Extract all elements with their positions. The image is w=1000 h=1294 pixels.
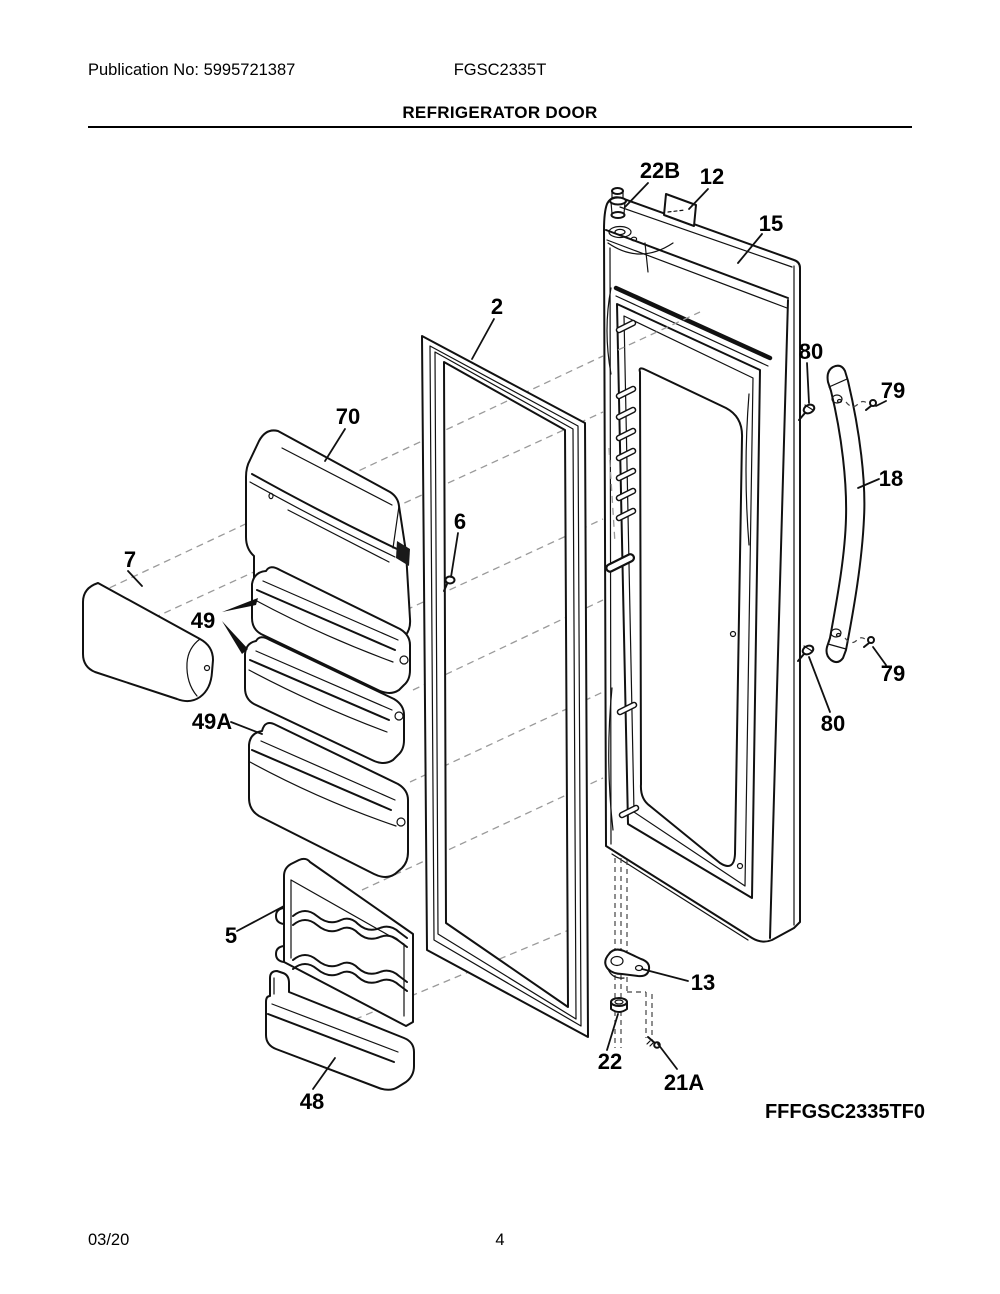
screw-part-6 xyxy=(443,575,456,592)
model-number: FGSC2335T xyxy=(453,61,547,79)
header-rule xyxy=(88,126,912,128)
callout-6: 6 xyxy=(454,509,466,534)
screw-80-top xyxy=(798,403,816,421)
bin-part-7 xyxy=(82,582,214,703)
handle-screws-79-80 xyxy=(797,399,877,662)
hinge-pin-part-22b xyxy=(609,187,627,219)
callout-79-top: 79 xyxy=(881,378,905,403)
can-rack-part-5 xyxy=(275,857,414,1027)
screw-79-bottom xyxy=(863,636,875,648)
footer-date: 03/20 xyxy=(88,1231,130,1249)
callout-18: 18 xyxy=(879,466,903,491)
callout-labels: 22B 12 15 2 70 80 79 18 6 7 49 49A 79 80… xyxy=(124,158,905,1114)
callout-2: 2 xyxy=(491,294,503,319)
callout-leaders xyxy=(127,182,887,1090)
on-door-projection-dashes xyxy=(608,311,701,544)
label-plate-part-12 xyxy=(663,193,697,227)
hinge-plate-part-13 xyxy=(604,948,651,979)
callout-49: 49 xyxy=(191,608,215,633)
screw-80-bottom xyxy=(797,644,815,662)
callout-49a: 49A xyxy=(192,709,232,734)
diagram-code: FFFGSC2335TF0 xyxy=(765,1101,925,1123)
door-bin-part-49a xyxy=(248,722,409,878)
screw-part-21a xyxy=(646,1036,661,1049)
door-bins-part-49 xyxy=(244,566,411,764)
callout-70: 70 xyxy=(336,404,360,429)
callout-13: 13 xyxy=(691,970,715,995)
callout-80-top: 80 xyxy=(799,339,823,364)
callout-21a: 21A xyxy=(664,1070,704,1095)
page-title: REFRIGERATOR DOOR xyxy=(402,103,598,122)
callout-48: 48 xyxy=(300,1089,324,1114)
callout-80-bottom: 80 xyxy=(821,711,845,736)
callout-22b: 22B xyxy=(640,158,680,183)
door-panel-part-15 xyxy=(603,196,801,943)
callout-22: 22 xyxy=(598,1049,622,1074)
footer-page-number: 4 xyxy=(495,1231,505,1249)
callout-79-bottom: 79 xyxy=(881,661,905,686)
bottom-bin-part-48 xyxy=(265,970,415,1091)
screw-79-top xyxy=(865,399,877,411)
callout-12: 12 xyxy=(700,164,724,189)
callout-15: 15 xyxy=(759,211,783,236)
door-handle-part-18 xyxy=(825,364,866,664)
nut-part-22 xyxy=(610,997,628,1013)
callout-5: 5 xyxy=(225,923,237,948)
callout-7: 7 xyxy=(124,547,136,572)
door-gasket-part-2 xyxy=(421,335,589,1038)
publication-number: Publication No: 5995721387 xyxy=(88,61,296,79)
